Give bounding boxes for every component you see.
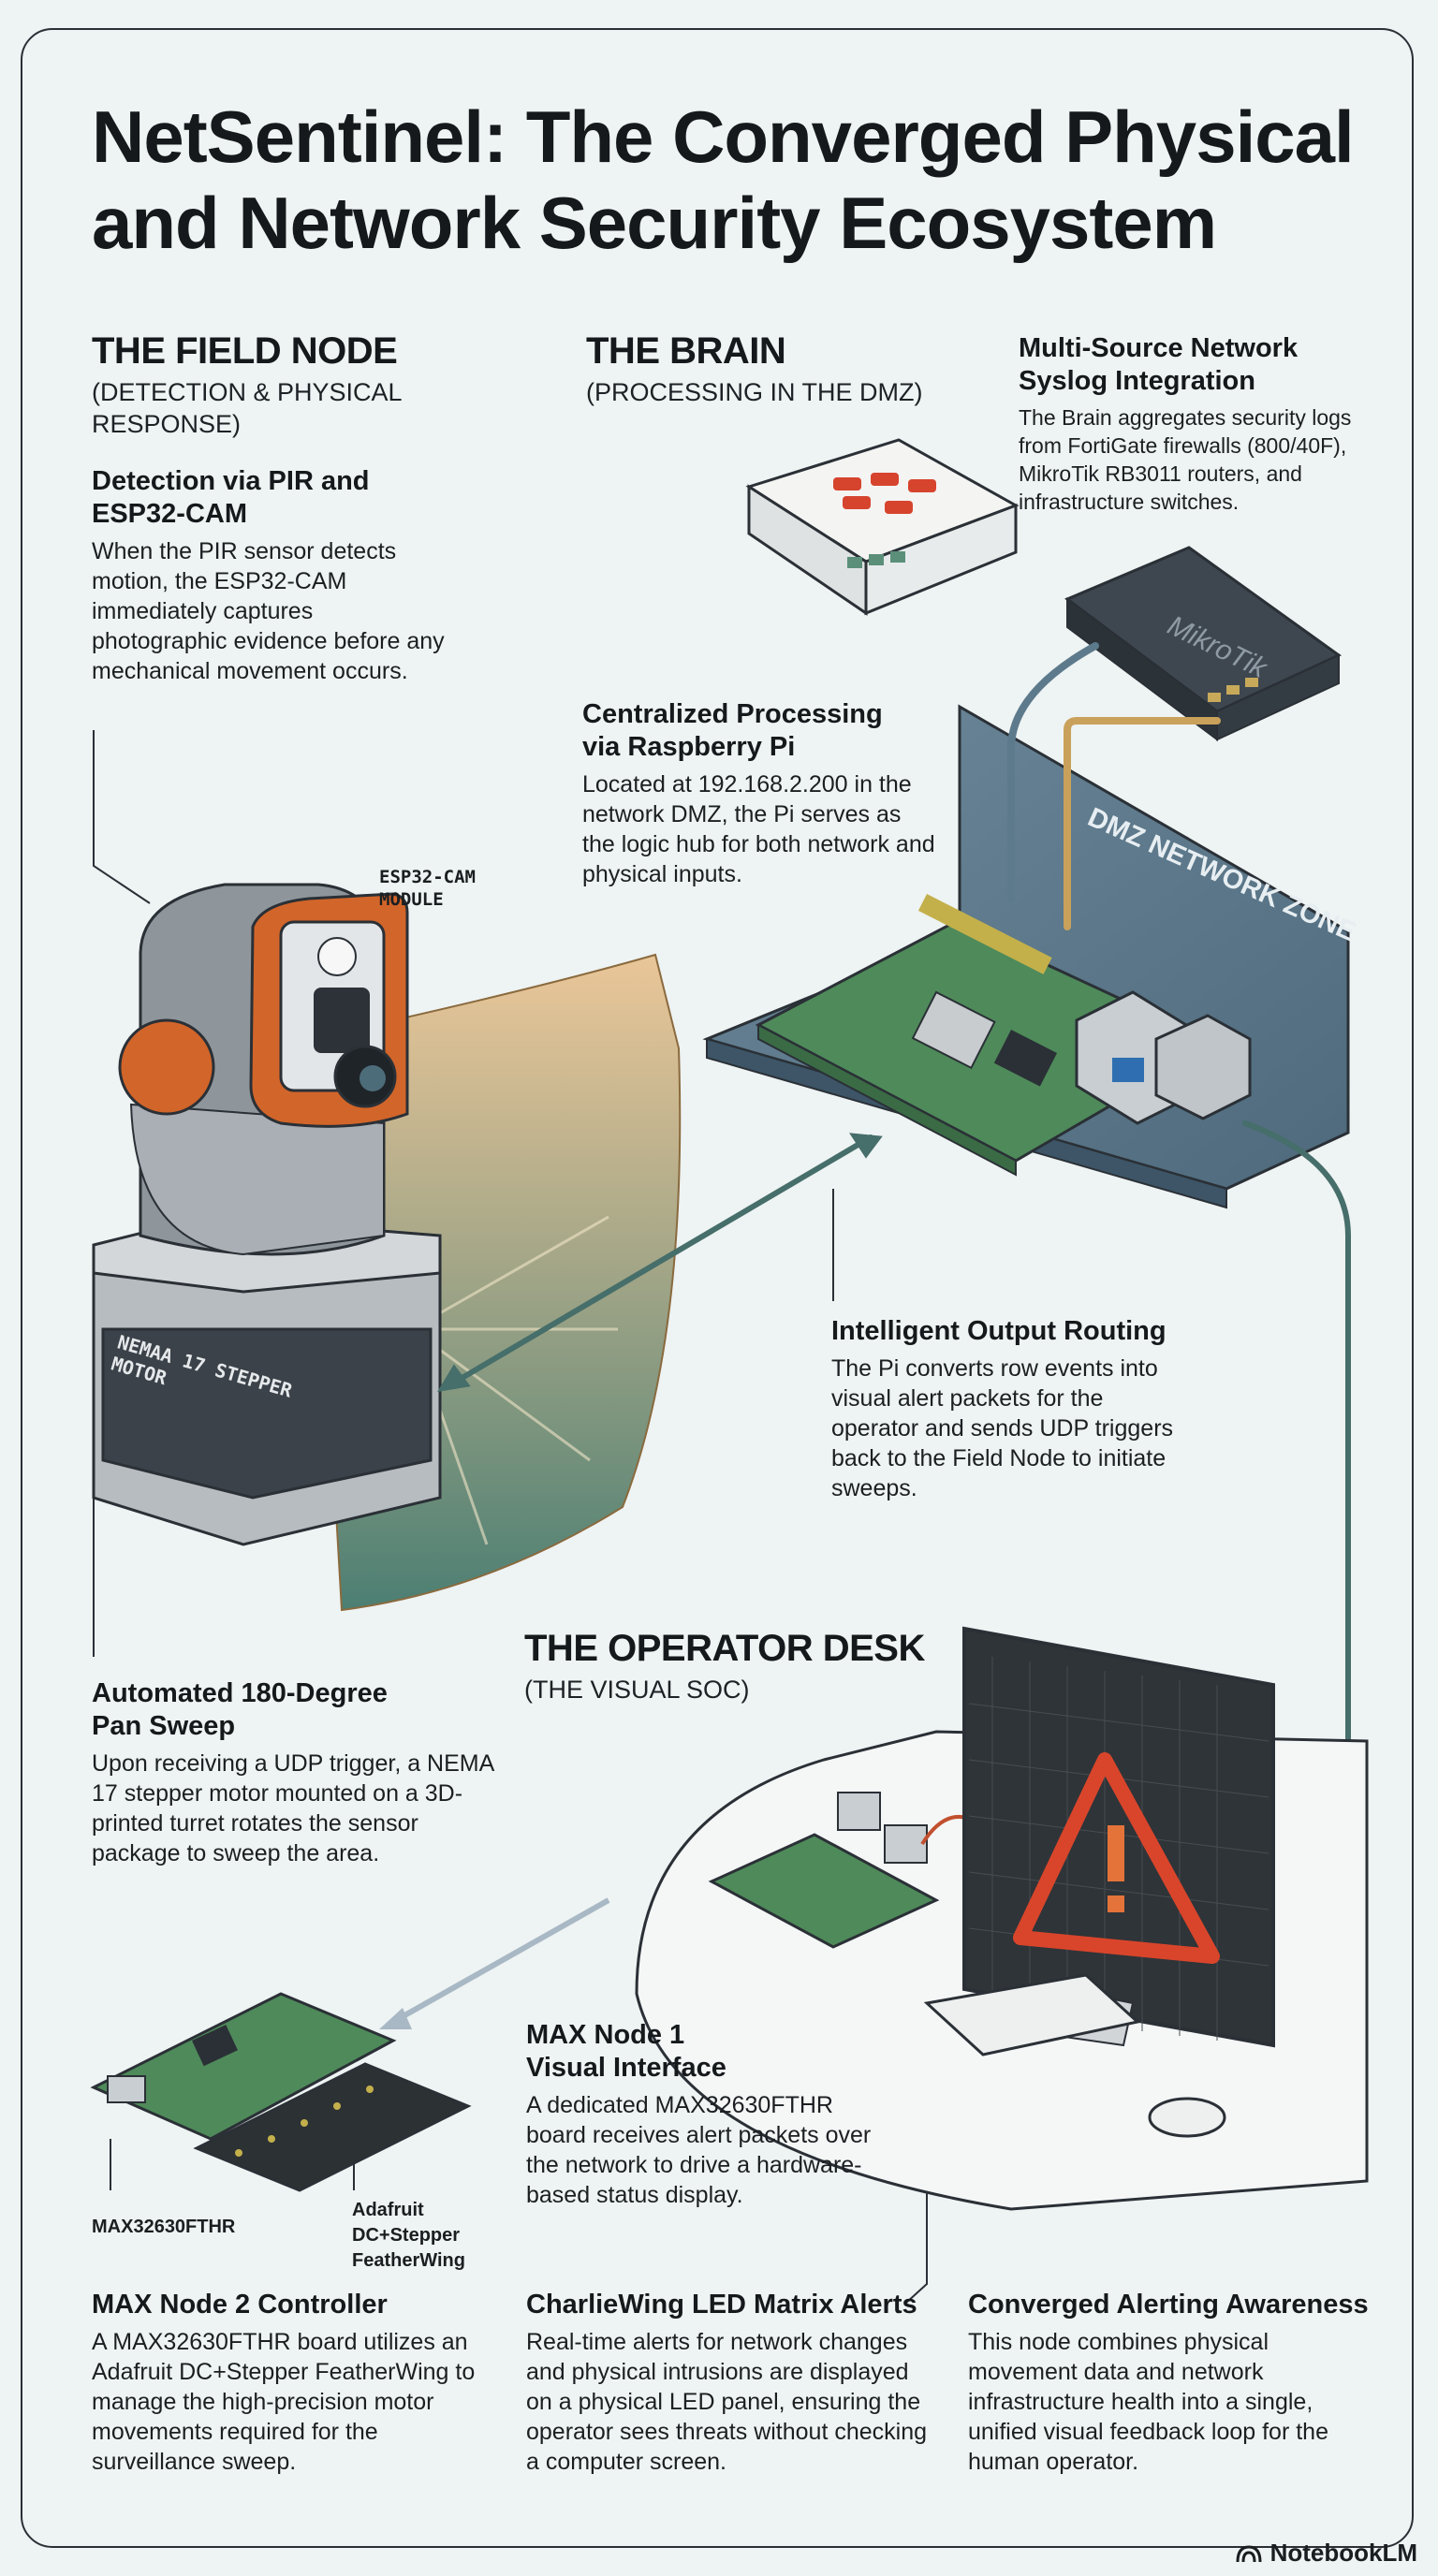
- max-node1-heading-line-1: MAX Node 1: [526, 2020, 685, 2050]
- max-node2-body: A MAX32630FTHR board utilizes an Adafrui…: [92, 2329, 476, 2475]
- pan-sweep-heading-line-2: Pan Sweep: [92, 1711, 236, 1741]
- converged-block: Converged Alerting Awareness This node c…: [968, 2289, 1380, 2477]
- processing-body: Located at 192.168.2.200 in the network …: [582, 771, 935, 887]
- footer-brand: NotebookLM: [1269, 2539, 1417, 2567]
- output-routing-heading: Intelligent Output Routing: [831, 1316, 1167, 1346]
- detection-heading: Detection via PIR and ESP32-CAM: [92, 465, 448, 531]
- pan-sweep-block: Automated 180-Degree Pan Sweep Upon rece…: [92, 1677, 494, 1868]
- charliewing-heading: CharlieWing LED Matrix Alerts: [526, 2290, 917, 2320]
- charliewing-body: Real-time alerts for network changes and…: [526, 2329, 928, 2475]
- field-node-heading: THE FIELD NODE: [92, 330, 398, 372]
- detection-block: Detection via PIR and ESP32-CAM When the…: [92, 465, 448, 686]
- detection-heading-line-1: Detection via PIR and: [92, 466, 370, 496]
- detection-body: When the PIR sensor detects motion, the …: [92, 538, 445, 684]
- pan-sweep-heading: Automated 180-Degree Pan Sweep: [92, 1677, 494, 1743]
- syslog-heading-line-2: Syslog Integration: [1019, 366, 1255, 396]
- max-node1-heading: MAX Node 1 Visual Interface: [526, 2019, 891, 2085]
- max-node1-body: A dedicated MAX32630FTHR board receives …: [526, 2092, 872, 2208]
- raspberry-pi-board: [755, 894, 1252, 1177]
- operator-desk: [379, 1626, 1369, 2211]
- converged-heading: Converged Alerting Awareness: [968, 2290, 1369, 2320]
- syslog-heading: Multi-Source Network Syslog Integration: [1019, 332, 1393, 398]
- field-node-header: THE FIELD NODE (DETECTION & PHYSICAL RES…: [92, 329, 429, 440]
- syslog-block: Multi-Source Network Syslog Integration …: [1019, 332, 1393, 516]
- max-node1-block: MAX Node 1 Visual Interface A dedicated …: [526, 2019, 891, 2210]
- syslog-body: The Brain aggregates security logs from …: [1019, 405, 1352, 514]
- syslog-heading-line-1: Multi-Source Network: [1019, 333, 1299, 363]
- charliewing-block: CharlieWing LED Matrix Alerts Real-time …: [526, 2289, 938, 2477]
- operator-subheading: (THE VISUAL SOC): [524, 1676, 750, 1704]
- pan-sweep-body: Upon receiving a UDP trigger, a NEMA 17 …: [92, 1750, 493, 1866]
- operator-header: THE OPERATOR DESK (THE VISUAL SOC): [524, 1627, 955, 1705]
- notebooklm-logo: NotebookLM: [1235, 2539, 1417, 2568]
- title-line-1: NetSentinel: The Converged Physical: [92, 95, 1355, 178]
- brain-subheading: (PROCESSING IN THE DMZ): [586, 378, 923, 406]
- esp32-cam-label: ESP32-CAM MODULE: [379, 867, 476, 910]
- notebooklm-icon: [1236, 2544, 1262, 2562]
- processing-heading-line-2: via Raspberry Pi: [582, 732, 796, 762]
- pan-sweep-heading-line-1: Automated 180-Degree: [92, 1678, 388, 1708]
- max-node2-block: MAX Node 2 Controller A MAX32630FTHR boa…: [92, 2289, 494, 2477]
- board-label-featherwing: Adafruit DC+Stepper FeatherWing: [352, 2200, 465, 2271]
- cables: [437, 642, 1351, 1819]
- board-label-max32630: MAX32630FTHR: [92, 2217, 236, 2237]
- camera-turret: [92, 883, 682, 1612]
- output-routing-body: The Pi converts row events into visual a…: [831, 1355, 1174, 1501]
- fortigate-firewall: [745, 438, 1020, 616]
- max-node2-heading: MAX Node 2 Controller: [92, 2290, 388, 2320]
- brain-header: THE BRAIN (PROCESSING IN THE DMZ): [586, 329, 961, 408]
- converged-body: This node combines physical movement dat…: [968, 2329, 1328, 2475]
- title-line-2: and Network Security Ecosystem: [92, 182, 1217, 264]
- max-node1-heading-line-2: Visual Interface: [526, 2053, 726, 2083]
- processing-heading: Centralized Processing via Raspberry Pi: [582, 698, 938, 764]
- mikrotik-switch: MikroTik: [1064, 546, 1342, 741]
- processing-heading-line-1: Centralized Processing: [582, 699, 883, 729]
- detection-heading-line-2: ESP32-CAM: [92, 499, 247, 529]
- feather-boards: [90, 1992, 472, 2192]
- page-title: NetSentinel: The Converged Physical and …: [92, 94, 1402, 266]
- field-node-subheading: (DETECTION & PHYSICAL RESPONSE): [92, 378, 402, 438]
- warning-triangle-icon: [1013, 1752, 1220, 1964]
- brain-heading: THE BRAIN: [586, 330, 786, 372]
- processing-block: Centralized Processing via Raspberry Pi …: [582, 698, 938, 889]
- operator-heading: THE OPERATOR DESK: [524, 1628, 925, 1669]
- output-routing-block: Intelligent Output Routing The Pi conver…: [831, 1315, 1196, 1503]
